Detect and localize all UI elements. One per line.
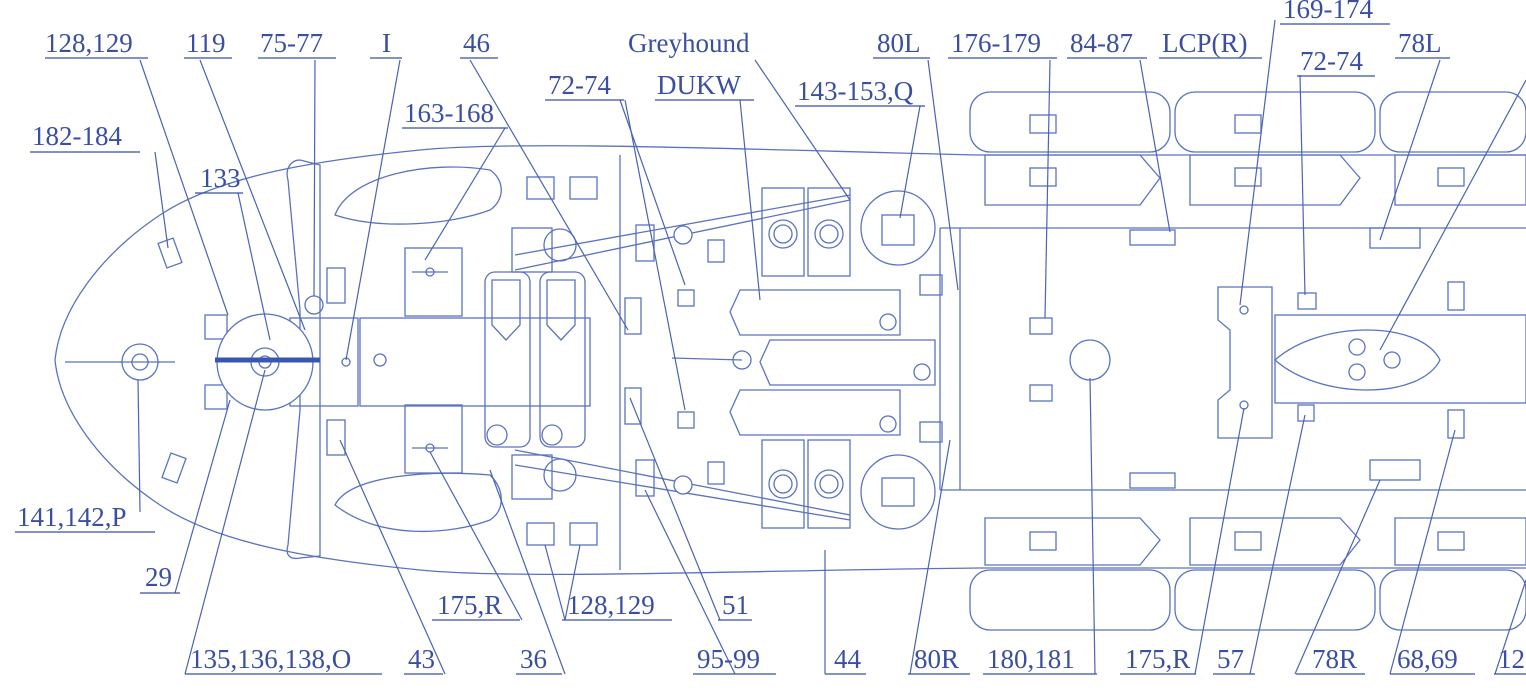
label-57: 57 bbox=[1217, 644, 1244, 674]
label-128-129-bottom: 128,129 bbox=[567, 590, 655, 620]
deck-boxes-forward bbox=[404, 176, 598, 546]
label-dukw: DUKW bbox=[657, 70, 741, 100]
label-51: 51 bbox=[722, 590, 749, 620]
bow-breakwater bbox=[286, 159, 591, 560]
label-43: 43 bbox=[408, 644, 435, 674]
label-78L: 78L bbox=[1398, 28, 1442, 58]
label-72-74-left: 72-74 bbox=[548, 70, 611, 100]
main-gun-mount bbox=[204, 313, 320, 411]
label-133: 133 bbox=[200, 163, 241, 193]
label-143-153-Q: 143-153,Q bbox=[797, 76, 914, 106]
lcpr-boats-bottom bbox=[969, 517, 1526, 631]
label-180-181: 180,181 bbox=[987, 644, 1075, 674]
label-46: 46 bbox=[463, 28, 490, 58]
label-80R: 80R bbox=[914, 644, 959, 674]
top-labels: 128,129 119 75-77 I 46 Greyhound 80L 176… bbox=[30, 0, 1450, 194]
label-68-69: 68,69 bbox=[1397, 644, 1458, 674]
aft-deck-structures bbox=[1029, 227, 1526, 489]
hull-outline bbox=[54, 145, 1526, 576]
label-119: 119 bbox=[186, 28, 226, 58]
label-78R: 78R bbox=[1312, 644, 1357, 674]
leader-lines bbox=[137, 19, 1526, 675]
label-I: I bbox=[382, 28, 391, 58]
label-163-168: 163-168 bbox=[404, 98, 494, 128]
label-175R-right: 175,R bbox=[1125, 644, 1190, 674]
label-169-174: 169-174 bbox=[1283, 0, 1373, 24]
label-182-184: 182-184 bbox=[32, 121, 122, 151]
label-29: 29 bbox=[145, 562, 172, 592]
midship-fittings bbox=[624, 224, 725, 497]
label-80L: 80L bbox=[877, 28, 921, 58]
label-75-77: 75-77 bbox=[260, 28, 323, 58]
label-36: 36 bbox=[520, 644, 547, 674]
gun-tubs bbox=[860, 190, 943, 530]
label-44: 44 bbox=[834, 644, 862, 674]
label-141-142-P: 141,142,P bbox=[17, 502, 127, 532]
label-176-179: 176-179 bbox=[951, 28, 1041, 58]
davit-cranes bbox=[511, 194, 851, 521]
forward-gun-mount bbox=[65, 343, 175, 381]
label-175R-left: 175,R bbox=[437, 590, 502, 620]
label-135-136-138-O: 135,136,138,O bbox=[190, 644, 351, 674]
label-12: 12 bbox=[1498, 644, 1525, 674]
label-84-87: 84-87 bbox=[1070, 28, 1133, 58]
label-greyhound: Greyhound bbox=[628, 28, 750, 58]
label-95-99: 95-99 bbox=[697, 644, 760, 674]
bottom-labels: 141,142,P 29 175,R 128,129 51 135,136,13… bbox=[15, 502, 1526, 675]
dukw-vehicles bbox=[729, 289, 936, 436]
label-72-74-right: 72-74 bbox=[1300, 46, 1363, 76]
label-lcpr: LCP(R) bbox=[1162, 28, 1248, 58]
greyhound-vehicles bbox=[761, 187, 851, 529]
label-128-129-top: 128,129 bbox=[45, 28, 133, 58]
deck-boats-pair bbox=[484, 271, 586, 448]
lcpr-boats-top bbox=[969, 91, 1526, 206]
